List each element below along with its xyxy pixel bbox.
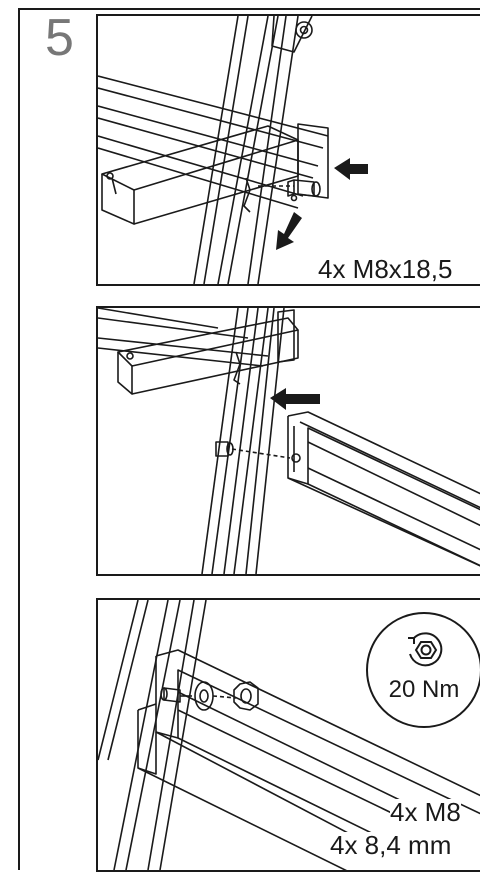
page-frame [18,8,480,870]
washer-quantity-label: 4x 8,4 mm [330,830,452,860]
nut-m8 [233,681,259,711]
panel-1-illustration [98,16,368,284]
torque-badge: 20 Nm [366,612,480,728]
assembly-panel-2 [96,306,480,576]
guide-line [212,695,237,699]
panel-3-illustration [98,600,480,870]
torque-value: 20 Nm [388,676,460,703]
frame-leg [201,308,285,574]
frame-leg [98,600,207,870]
assembly-panel-1 [96,14,480,286]
crossbar [137,649,480,870]
frame-leg [193,16,299,284]
panel-2-illustration [98,308,480,574]
bolt-quantity-label: 4x M8x18,5 [318,254,453,284]
arrow-left-icon [334,158,368,180]
rear-block [297,123,329,199]
rear-block [277,309,295,363]
nut-rotate-icon [408,632,443,667]
arrow-left-icon [270,388,320,410]
crossbar [287,411,480,567]
leg-slot [243,177,251,213]
step-number: 5 [45,9,74,67]
leg-slot [233,351,241,385]
bolt-m8 [160,687,192,703]
arrow-down-icon [276,212,302,250]
nut-quantity-label: 4x M8 [390,797,461,827]
bolt-m8 [287,179,321,202]
guide-line [231,448,291,459]
seat-frame-rail [117,317,299,395]
armrest-post [271,16,313,53]
washer-8-4mm [194,681,214,711]
